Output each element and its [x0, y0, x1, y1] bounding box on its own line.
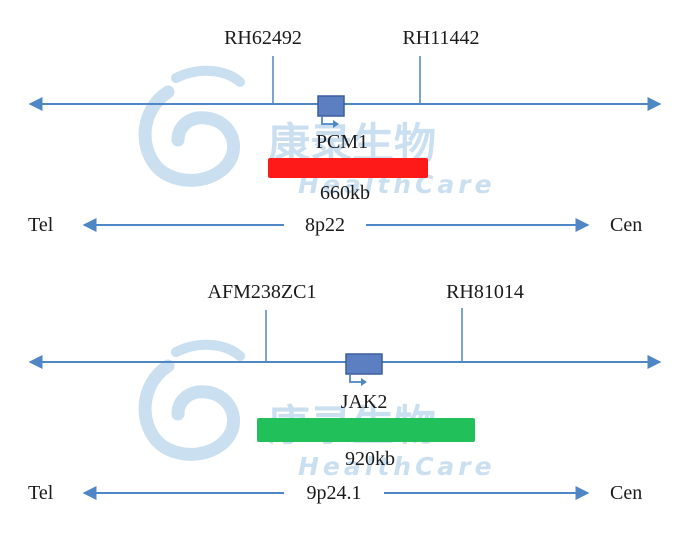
probe-bar — [268, 158, 428, 178]
panel-jak2: AFM238ZC1 RH81014 JAK2 920kb Tel 9p24.1 … — [28, 281, 662, 504]
transcription-arrow — [349, 374, 364, 383]
watermark-logo-bottom: 康录生物 HealthCare — [138, 339, 496, 481]
transcription-arrowhead — [333, 120, 339, 128]
marker-label: RH62492 — [224, 27, 302, 49]
watermark-en-bottom: HealthCare — [298, 452, 496, 481]
probe-bar — [257, 418, 475, 442]
tel-label: Tel — [28, 482, 54, 504]
transcription-arrow — [321, 116, 336, 125]
transcription-arrowhead — [361, 378, 367, 386]
marker-label: RH11442 — [402, 27, 479, 49]
marker-label: AFM238ZC1 — [208, 281, 317, 303]
cen-label: Cen — [610, 214, 642, 236]
probe-size-label: 920kb — [345, 448, 395, 470]
gene-label: JAK2 — [341, 391, 388, 413]
gene-box — [317, 95, 345, 117]
probe-size-label: 660kb — [320, 182, 370, 204]
cen-label: Cen — [610, 482, 642, 504]
gene-box — [345, 353, 383, 375]
band-label: 8p22 — [305, 214, 345, 236]
panel-pcm1: RH62492 RH11442 PCM1 660kb Tel 8p22 Cen — [28, 27, 662, 236]
marker-label: RH81014 — [446, 281, 524, 303]
tel-label: Tel — [28, 214, 54, 236]
band-label: 9p24.1 — [307, 482, 362, 504]
gene-label: PCM1 — [316, 131, 368, 153]
